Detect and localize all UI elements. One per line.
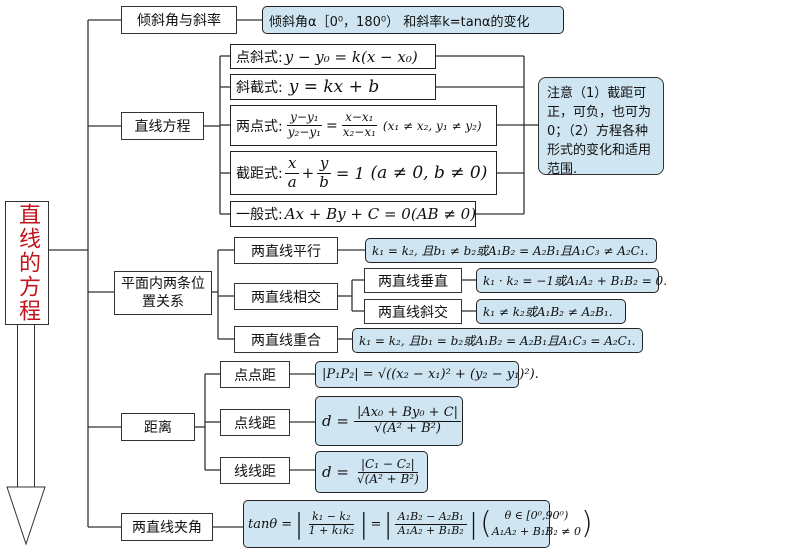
root-title-box: 直线的方程 <box>5 201 49 325</box>
distance-line-line: 线线距 <box>220 457 290 484</box>
distance-line-line-formula: d = |C₁ − C₂| √(A² + B²) <box>315 451 428 493</box>
angle-fraction-slopes: k₁ − k₂ 1 + k₁k₂ <box>308 509 354 537</box>
point-line-fraction: |Ax₀ + By₀ + C| √(A² + B²) <box>353 405 462 437</box>
two-point-fraction-1: y−y₁ y₂−y₁ <box>287 110 322 139</box>
node-angle: 两直线夹角 <box>121 513 213 541</box>
root-arrow-shaft <box>17 325 35 487</box>
relation-parallel-formula: k₁ = k₂, 且b₁ ≠ b₂或A₁B₂ = A₂B₁且A₁C₃ ≠ A₂C… <box>365 238 657 263</box>
node-relation: 平面内两条位置关系 <box>114 271 212 315</box>
distance-point-line: 点线距 <box>220 409 290 436</box>
form-slope-intercept: 斜截式: y = kx + b <box>230 74 436 100</box>
root-arrow-head <box>6 486 46 546</box>
distance-point-point-formula: |P₁P₂| = √((x₂ − x₁)² + (y₂ − y₁)²). <box>315 361 539 388</box>
form-general: 一般式: Ax + By + C = 0(AB ≠ 0) <box>230 201 476 227</box>
node-distance: 距离 <box>121 413 195 441</box>
form-point-slope: 点斜式: y − y₀ = k(x − x₀) <box>230 44 436 69</box>
root-title: 直线的方程 <box>15 203 40 323</box>
relation-coincide-formula: k₁ = k₂, 且b₁ = b₂或A₁B₂ = A₂B₁且A₁C₃ = A₂C… <box>352 328 643 353</box>
two-point-fraction-2: x−x₁ x₂−x₁ <box>342 110 377 139</box>
form-two-point: 两点式: y−y₁ y₂−y₁ = x−x₁ x₂−x₁ (x₁ ≠ x₂, y… <box>230 105 497 146</box>
note-box: 注意（1）截距可正，可负，也可为0；（2）方程各种形式的变化和适用范围. <box>538 77 664 177</box>
angle-formula: tanθ = | k₁ − k₂ 1 + k₁k₂ | = | A₁B₂ − A… <box>243 500 593 548</box>
relation-parallel: 两直线平行 <box>234 237 338 264</box>
relation-coincide: 两直线重合 <box>234 326 338 353</box>
distance-point-line-formula: d = |Ax₀ + By₀ + C| √(A² + B²) <box>315 396 463 446</box>
relation-perpendicular-formula: k₁ · k₂ = −1或A₁A₂ + B₁B₂ = 0. <box>476 268 667 293</box>
relation-oblique: 两直线斜交 <box>364 299 462 324</box>
intercept-fraction-x: x a <box>284 155 300 191</box>
relation-perpendicular: 两直线垂直 <box>364 268 462 293</box>
form-intercept: 截距式: x a + y b = 1 (a ≠ 0, b ≠ 0) <box>230 151 497 195</box>
line-line-fraction: |C₁ − C₂| √(A² + B²) <box>356 456 419 486</box>
intercept-fraction-y: y b <box>316 155 332 191</box>
node-line-equation: 直线方程 <box>121 112 204 140</box>
node-incline: 倾斜角与斜率 <box>121 6 237 34</box>
incline-detail: 倾斜角α［0⁰，180⁰） 和斜率k=tanα的变化 <box>262 6 564 34</box>
angle-fraction-coeffs: A₁B₂ − A₂B₁ A₁A₂ + B₁B₂ <box>394 510 467 537</box>
relation-oblique-formula: k₁ ≠ k₂或A₁B₂ ≠ A₂B₁. <box>476 299 626 324</box>
distance-point-point: 点点距 <box>220 361 290 388</box>
angle-conditions: θ ∈ [0⁰,90⁰) A₁A₂ + B₁B₂ ≠ 0 <box>491 509 581 538</box>
relation-intersect: 两直线相交 <box>234 283 338 310</box>
